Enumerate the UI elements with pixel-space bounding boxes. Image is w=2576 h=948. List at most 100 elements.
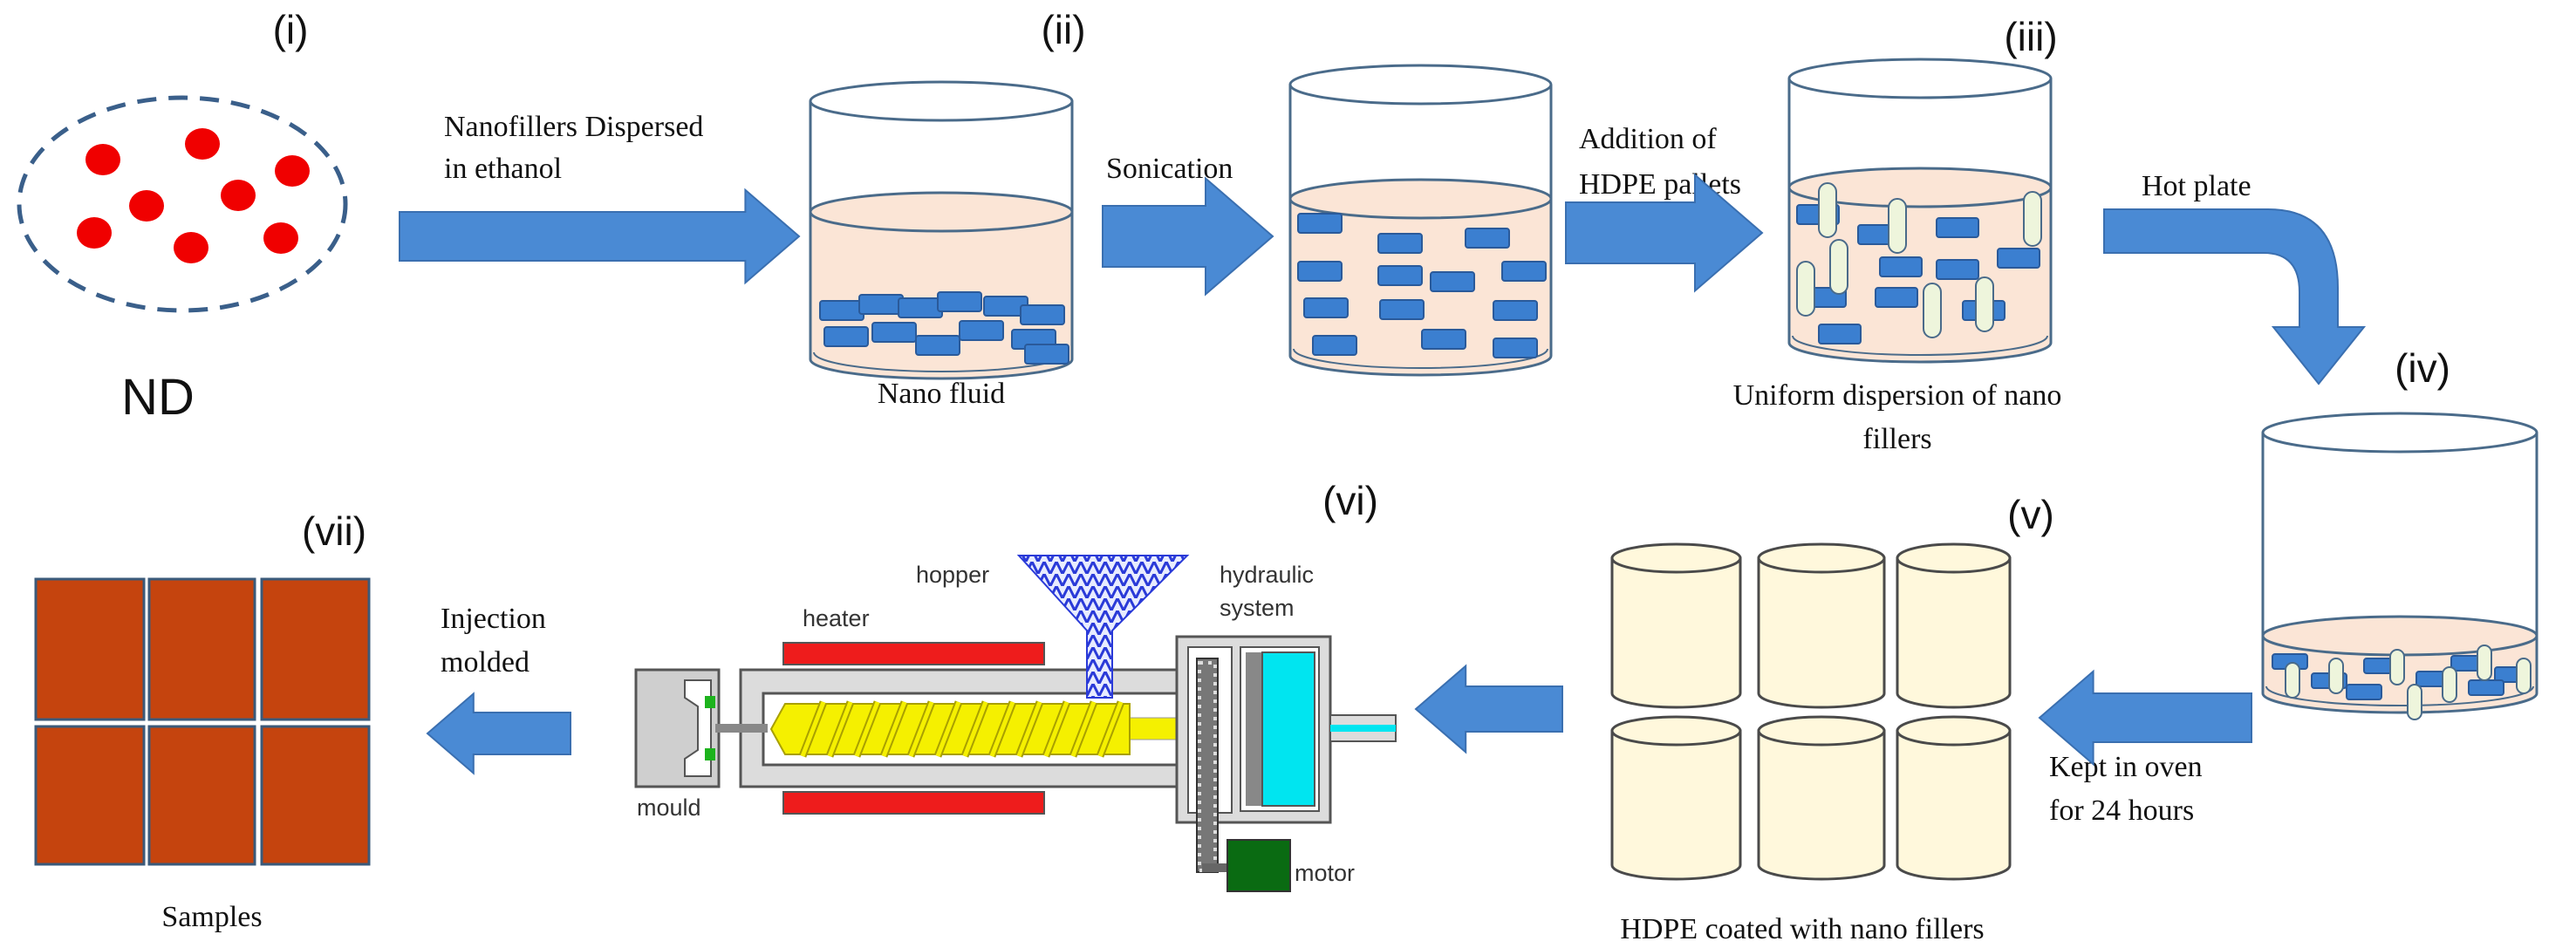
dispersed-label-2: in ethanol [444, 153, 562, 185]
beaker-rim [2261, 412, 2538, 454]
beaker-hot-plate [2261, 412, 2538, 720]
molded-sample [260, 725, 371, 866]
pellet-body [1896, 556, 2012, 709]
uniform-label-2: fillers [1862, 423, 1931, 455]
hdpe-pellet [2328, 658, 2344, 694]
pellet-top [1757, 715, 1886, 747]
injection-molding-machine: hopper heater hydraulic system mould mot… [634, 555, 1397, 892]
nano-filler [1501, 261, 1547, 282]
coated-pellet [1610, 715, 1742, 881]
beaker-base [1787, 342, 2053, 364]
beaker-uniform-dispersion [1787, 58, 2053, 364]
pellet-top [1896, 715, 2012, 747]
beaker-base [809, 358, 1074, 380]
oven-label-1: Kept in oven [2049, 751, 2203, 783]
dispersion-arrow [399, 188, 801, 285]
screw-flight-face [1097, 701, 1124, 757]
hot-plate-label: Hot plate [2142, 170, 2251, 202]
nano-filler [819, 300, 864, 321]
addition-label-1: Addition of [1579, 123, 1717, 155]
dispersed-label-1: Nanofillers Dispersed [444, 111, 703, 143]
beaker-rim [1288, 64, 1553, 106]
nano-filler [1303, 297, 1349, 318]
nano-filler [915, 335, 960, 356]
nano-filler [1875, 287, 1918, 308]
pellet-top [1610, 715, 1742, 747]
coated-pellet [1896, 542, 2012, 709]
molded-sample [147, 577, 256, 721]
nano-filler [1020, 304, 1065, 325]
motor-shaft [1202, 863, 1227, 872]
mould-label: mould [637, 795, 701, 821]
pellet-body [1896, 729, 2012, 881]
coated-pellet [1757, 715, 1886, 881]
pellet-top [1896, 542, 2012, 574]
molded-sample [34, 577, 146, 721]
screw-flight-face [962, 701, 988, 757]
hdpe-pellet [1888, 198, 1907, 254]
nanoparticle [275, 155, 310, 187]
screw-flight-face [989, 701, 1015, 757]
beaker-nano-fluid [809, 80, 1074, 380]
nano-filler [823, 326, 869, 347]
nozzle [715, 724, 768, 733]
hdpe-pellet [2407, 684, 2422, 720]
beaker-sonication [1288, 64, 1553, 377]
step-label-vi: (vi) [1322, 478, 1378, 523]
hdpe-pellet [1975, 276, 1994, 332]
to-molding-arrow [1414, 664, 1563, 754]
beaker-base-inner [1792, 335, 2048, 356]
nano-filler [1312, 335, 1357, 356]
hdpe-pellet [1829, 239, 1848, 295]
nano-filler [1379, 299, 1425, 320]
gear-teeth [1198, 661, 1217, 872]
motor-label: motor [1295, 860, 1355, 886]
nano-filler [1465, 228, 1510, 249]
heater-label: heater [803, 605, 870, 631]
hot-plate-arrow [2103, 208, 2367, 385]
nano-filler [858, 294, 904, 315]
nd-label: ND [121, 369, 195, 426]
pellet-body [1757, 729, 1886, 881]
injection-label-2: molded [441, 646, 530, 679]
nano-filler [1024, 344, 1069, 365]
nano-filler [1493, 300, 1538, 321]
nanoparticle [185, 128, 220, 160]
screw-flight-face [935, 701, 961, 757]
hdpe-pellet [2285, 662, 2300, 699]
oven-label-2: for 24 hours [2049, 795, 2194, 827]
hdpe-pellet [1923, 283, 1942, 338]
hdpe-pellet [2516, 658, 2532, 694]
nano-filler [1297, 261, 1343, 282]
beaker-rim [809, 80, 1074, 122]
nanoparticle [174, 232, 208, 263]
molded-sample [260, 577, 371, 721]
screw-flight-face [854, 701, 880, 757]
nano-filler [1936, 217, 1979, 238]
nano-fluid-label: Nano fluid [878, 378, 1005, 410]
nano-filler [898, 297, 943, 318]
coated-pellet [1610, 542, 1742, 709]
heater-bottom [782, 791, 1045, 815]
coated-pellet [1896, 715, 2012, 881]
pellet-body [1610, 729, 1742, 881]
hopper-label: hopper [916, 562, 989, 588]
heater-top [782, 642, 1045, 665]
nano-filler [1818, 324, 1862, 344]
step-label-ii: (ii) [1041, 7, 1085, 52]
beaker-rim [1787, 58, 2053, 99]
injection-arrow [426, 692, 571, 775]
coated-pellet [1757, 542, 1886, 709]
nanoparticle [221, 180, 256, 211]
screw-flight-face [1016, 701, 1042, 757]
hydraulic-label-1: hydraulic [1220, 562, 1314, 588]
hdpe-pellet [2023, 191, 2042, 247]
pellet-body [1757, 556, 1886, 709]
nano-filler [1879, 256, 1923, 277]
screw-flight-face [908, 701, 934, 757]
nanoparticle [129, 190, 164, 222]
piston [1246, 652, 1261, 806]
nano-filler [1377, 233, 1423, 254]
